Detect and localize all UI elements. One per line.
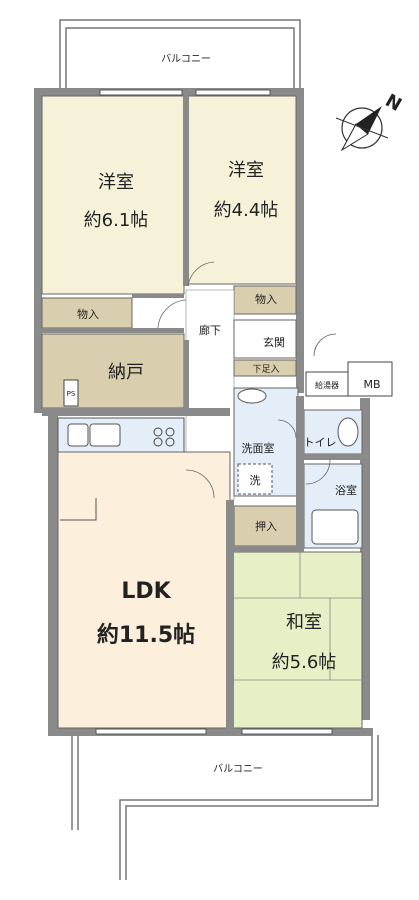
mb-box (347, 361, 393, 397)
water-heater-label: 給湯器 (315, 380, 339, 390)
closet-east-label: 物入 (255, 292, 277, 306)
kitchen-sink-2 (89, 423, 121, 447)
bathroom-label: 浴室 (335, 483, 357, 497)
east-bedroom-floor (187, 95, 297, 285)
closet-west-floor (41, 297, 133, 329)
east-bedroom-name: 洋室 (228, 160, 264, 181)
mb-label: MB (363, 378, 380, 391)
toilet-label: トイレ (304, 436, 337, 449)
washitsu-size: 約5.6帖 (272, 652, 337, 673)
kitchen-sink (67, 423, 89, 447)
tatami-lines (232, 552, 362, 681)
washer-label: 洗 (250, 474, 261, 487)
ps-label: PS (67, 390, 76, 398)
washbasin (237, 388, 267, 404)
toilet-bowl (337, 417, 359, 447)
inner-walls (42, 294, 366, 730)
west-bedroom-size: 約6.1帖 (84, 210, 149, 231)
washitsu-name: 和室 (286, 612, 322, 633)
ldk-size: 約11.5帖 (97, 622, 195, 648)
shoe-storage-label: 下足入 (252, 364, 279, 375)
east-bedroom-size: 約4.4帖 (214, 200, 279, 221)
stove-burners (153, 427, 175, 447)
shoe-storage-floor (233, 359, 297, 377)
compass (335, 106, 389, 152)
compass-letter: N (382, 90, 406, 116)
door-swings (157, 261, 337, 499)
nando-label: 納戸 (108, 362, 144, 383)
west-bedroom-floor (41, 95, 185, 295)
bathtub (311, 509, 359, 545)
oshiire-label: 押入 (255, 519, 277, 533)
ps-box (63, 379, 79, 407)
entrance-floor (233, 319, 297, 359)
closet-west-label: 物入 (77, 307, 99, 321)
washitsu-floor (231, 551, 363, 729)
west-bedroom-name: 洋室 (98, 172, 134, 193)
entrance-label: 玄関 (263, 335, 285, 349)
washer-space (237, 463, 273, 495)
washroom-label: 洗面室 (242, 441, 275, 455)
windows (95, 89, 333, 735)
bedroom-divider-wall (183, 96, 189, 286)
water-heater-box (305, 371, 349, 397)
ldk-name: LDK (121, 579, 171, 604)
hallway-label: 廊下 (199, 323, 221, 337)
balcony-top-outline (59, 19, 301, 90)
closet-east-floor (233, 285, 297, 315)
ldk-counter-line (60, 498, 97, 521)
ldk-floor (57, 451, 231, 729)
balcony-bottom-outline (71, 735, 379, 880)
balcony-top-label: バルコニー (161, 53, 211, 65)
balcony-bottom-label: バルコニー (213, 763, 263, 775)
